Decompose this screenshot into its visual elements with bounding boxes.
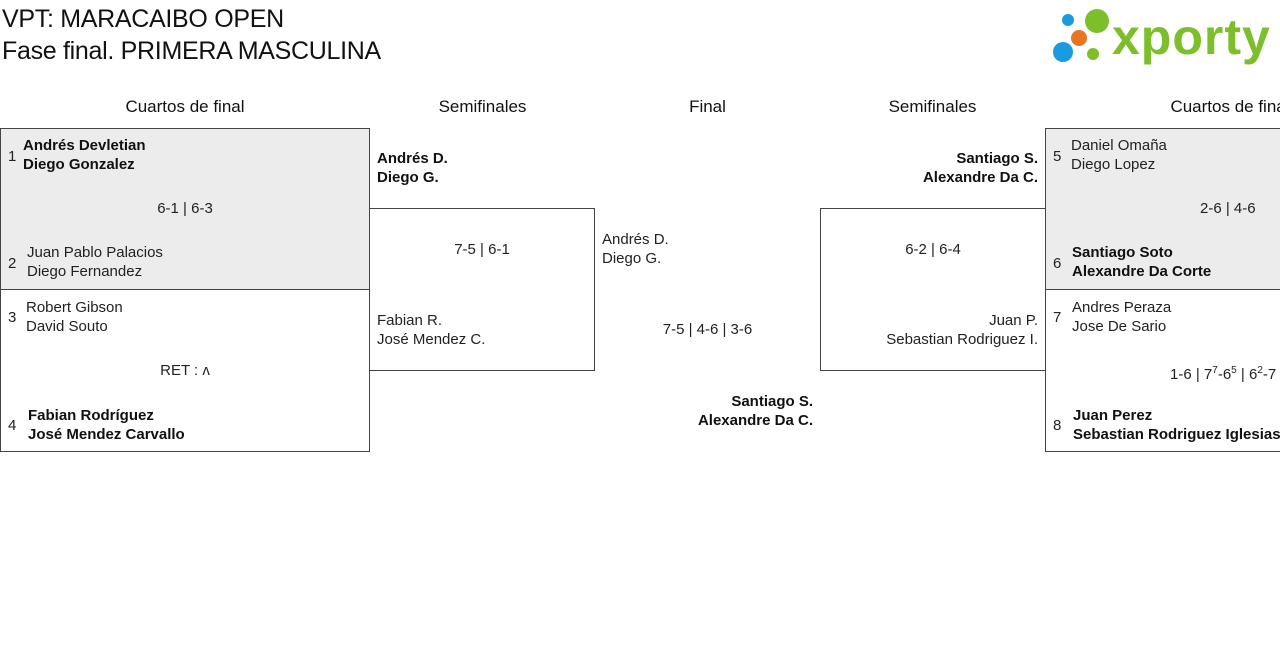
player-name: Andrés Devletian: [23, 137, 146, 154]
left-qf-match-2[interactable]: 3 Robert Gibson David Souto RET : ʌ 4 Fa…: [0, 289, 370, 452]
team-winner[interactable]: Juan Perez Sebastian Rodriguez Iglesias: [1073, 406, 1280, 444]
player-name: Diego Lopez: [1071, 156, 1156, 173]
final-team-loser[interactable]: Andrés D. Diego G.: [602, 230, 669, 268]
match-score: 6-1 | 6-3: [157, 200, 213, 217]
match-score: RET : ʌ: [160, 362, 210, 379]
logo-dot-green-large: [1085, 9, 1109, 33]
player-name: Diego Gonzalez: [23, 156, 135, 173]
player-name: Juan Pablo Palacios: [27, 244, 163, 261]
team-loser[interactable]: Fabian R. José Mendez C.: [377, 311, 485, 349]
right-sf-team-winner[interactable]: Santiago S. Alexandre Da C.: [820, 149, 1038, 187]
player-name: Juan P.: [989, 312, 1038, 329]
team-loser[interactable]: Robert Gibson David Souto: [26, 298, 123, 336]
player-name: Robert Gibson: [26, 299, 123, 316]
player-name: Santiago Soto: [1072, 244, 1173, 261]
left-sf-team-winner[interactable]: Andrés D. Diego G.: [377, 149, 448, 187]
right-sf-match[interactable]: 6-2 | 6-4 Juan P. Sebastian Rodriguez I.: [820, 208, 1046, 371]
player-name: Fabian Rodríguez: [28, 407, 154, 424]
player-name: Santiago S.: [731, 393, 813, 410]
final-team-winner[interactable]: Santiago S. Alexandre Da C.: [595, 392, 813, 430]
header-right-semifinals: Semifinales: [888, 97, 977, 116]
seed-number: 1: [8, 148, 17, 165]
header-right-quarterfinals: Cuartos de final: [1170, 97, 1280, 116]
seed-number: 5: [1053, 148, 1062, 165]
team-winner[interactable]: Andrés Devletian Diego Gonzalez: [23, 136, 146, 174]
player-name: Andrés D.: [602, 231, 669, 248]
logo-dot-blue-large: [1053, 42, 1073, 62]
player-name: Diego Fernandez: [27, 263, 143, 280]
phase-subtitle: Fase final. PRIMERA MASCULINA: [2, 37, 381, 65]
header-left-semifinals: Semifinales: [438, 97, 527, 116]
final-score: 7-5 | 4-6 | 3-6: [662, 321, 753, 338]
player-name: Andres Peraza: [1072, 299, 1172, 316]
seed-number: 6: [1053, 255, 1062, 272]
player-name: Diego G.: [377, 169, 439, 186]
player-name: Fabian R.: [377, 312, 443, 329]
seed-number: 3: [8, 309, 17, 326]
seed-number: 2: [8, 255, 17, 272]
match-score-tiebreak: 1-6 | 77-65 | 62-7: [1170, 365, 1277, 383]
logo-dot-green-small: [1087, 48, 1099, 60]
logo-text: xporty: [1112, 9, 1271, 65]
team-winner[interactable]: Santiago Soto Alexandre Da Corte: [1072, 243, 1211, 281]
team-loser[interactable]: Andres Peraza Jose De Sario: [1072, 298, 1171, 336]
match-score: 2-6 | 4-6: [1200, 200, 1256, 217]
left-qf-match-1[interactable]: 1 Andrés Devletian Diego Gonzalez 6-1 | …: [0, 128, 370, 290]
player-name: Daniel Omaña: [1071, 137, 1167, 154]
player-name: Jose De Sario: [1072, 318, 1167, 335]
player-name: José Mendez Carvallo: [28, 426, 185, 443]
player-name: Sebastian Rodriguez Iglesias: [1073, 426, 1280, 443]
seed-number: 8: [1053, 417, 1062, 434]
player-name: Alexandre Da C.: [697, 412, 813, 429]
right-qf-match-2[interactable]: 7 Andres Peraza Jose De Sario 1-6 | 77-6…: [1045, 289, 1280, 452]
player-name: Alexandre Da Corte: [1072, 263, 1212, 280]
player-name: Juan Perez: [1073, 407, 1153, 424]
player-name: Andrés D.: [377, 150, 448, 167]
seed-number: 4: [8, 417, 17, 434]
player-name: Diego G.: [602, 250, 662, 267]
player-name: Santiago S.: [956, 150, 1038, 167]
seed-number: 7: [1053, 309, 1062, 326]
header-left-quarterfinals: Cuartos de final: [125, 97, 245, 116]
match-score: 6-2 | 6-4: [905, 241, 961, 258]
logo-dot-orange: [1071, 30, 1087, 46]
player-name: David Souto: [26, 318, 108, 335]
player-name: Alexandre Da C.: [922, 169, 1038, 186]
team-winner[interactable]: Fabian Rodríguez José Mendez Carvallo: [28, 406, 185, 444]
team-loser[interactable]: Daniel Omaña Diego Lopez: [1071, 136, 1167, 174]
left-sf-match[interactable]: 7-5 | 6-1 Fabian R. José Mendez C.: [369, 208, 595, 371]
match-score: 7-5 | 6-1: [454, 241, 510, 258]
logo-dot-blue-small: [1062, 14, 1074, 26]
team-loser[interactable]: Juan P. Sebastian Rodriguez I.: [821, 311, 1038, 349]
team-loser[interactable]: Juan Pablo Palacios Diego Fernandez: [27, 243, 163, 281]
player-name: Sebastian Rodriguez I.: [886, 331, 1038, 348]
xporty-logo[interactable]: xporty: [1050, 4, 1278, 68]
tournament-title: VPT: MARACAIBO OPEN: [2, 5, 284, 33]
right-qf-match-1[interactable]: 5 Daniel Omaña Diego Lopez 2-6 | 4-6 6 S…: [1045, 128, 1280, 290]
header-final: Final: [689, 97, 726, 116]
player-name: José Mendez C.: [377, 331, 486, 348]
